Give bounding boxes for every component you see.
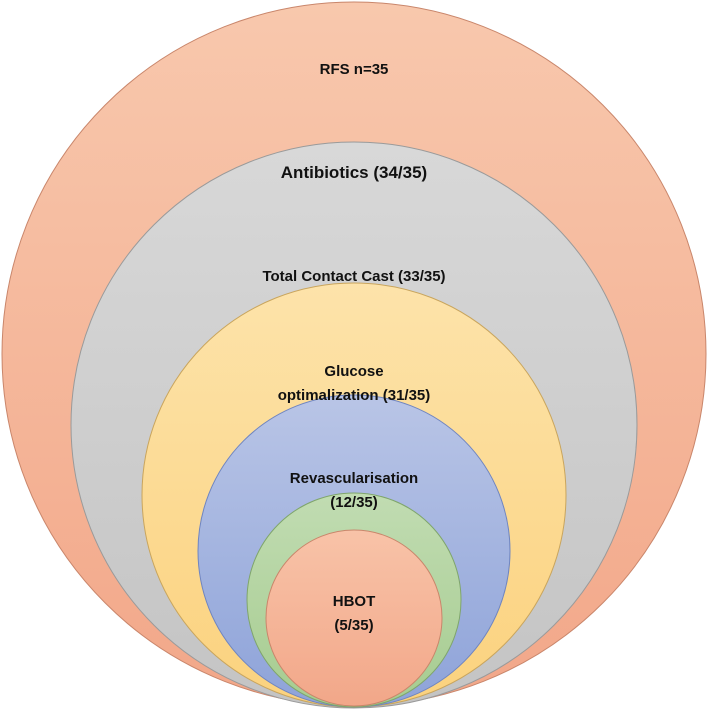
hbot-circle bbox=[265, 529, 443, 707]
hbot-label: HBOT bbox=[333, 593, 376, 610]
revascularisation-label: (12/35) bbox=[330, 494, 378, 511]
antibiotics-label: Antibiotics (34/35) bbox=[281, 163, 427, 182]
revascularisation-label: Revascularisation bbox=[290, 470, 418, 487]
hbot-label: (5/35) bbox=[334, 617, 373, 634]
total-contact-cast-label: Total Contact Cast (33/35) bbox=[262, 268, 445, 285]
glucose-optimalization-label: optimalization (31/35) bbox=[278, 387, 431, 404]
glucose-optimalization-label: Glucose bbox=[324, 363, 383, 380]
rfs-label: RFS n=35 bbox=[320, 61, 389, 78]
